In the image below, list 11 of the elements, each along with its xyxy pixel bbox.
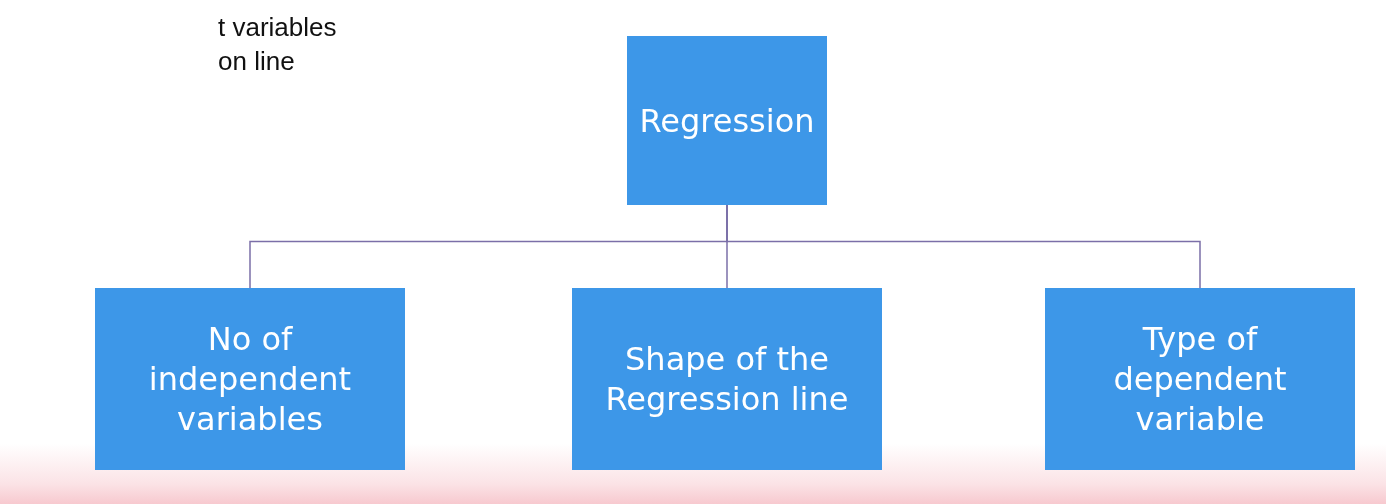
cut-off-text: t variables bbox=[218, 12, 337, 43]
box-label: Regression bbox=[639, 100, 815, 141]
box-label: Type of dependent variable bbox=[1112, 319, 1288, 439]
box-label: No of independent variables bbox=[147, 319, 353, 439]
process-box bbox=[627, 36, 827, 205]
process-box bbox=[572, 288, 882, 470]
cut-off-text: on line bbox=[218, 46, 295, 77]
connector-line bbox=[726, 204, 1201, 289]
process-box bbox=[1045, 288, 1355, 470]
box-label: Shape of the Regression line bbox=[604, 339, 850, 419]
process-box bbox=[95, 288, 405, 470]
